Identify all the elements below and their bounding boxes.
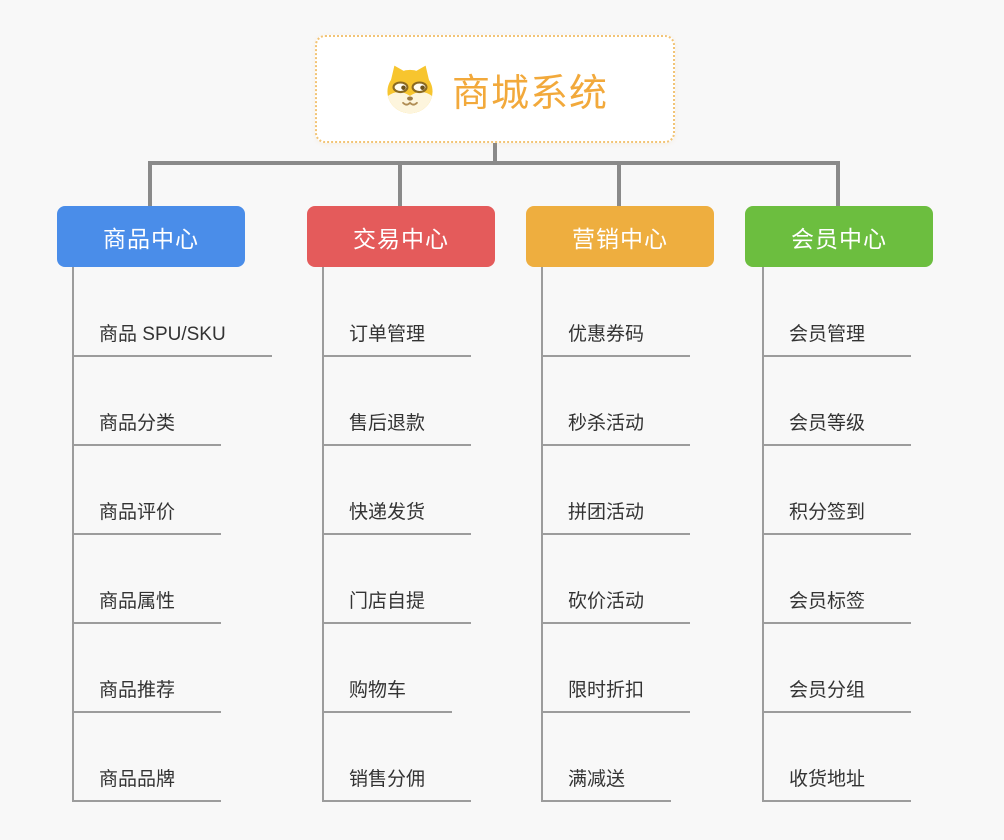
- branch-node-product-center[interactable]: 商品中心: [57, 206, 245, 267]
- shiba-dog-icon: [387, 65, 433, 114]
- branch-label: 商品中心: [103, 225, 199, 252]
- leaf-node[interactable]: 秒杀活动: [541, 411, 691, 446]
- connector-branch-stub: [617, 161, 621, 206]
- root-node[interactable]: 商城系统: [315, 35, 675, 143]
- leaf-node[interactable]: 会员标签: [762, 589, 912, 624]
- root-title: 商城系统: [451, 72, 608, 115]
- connector-root-stub: [493, 143, 497, 163]
- leaf-node[interactable]: 门店自提: [322, 589, 472, 624]
- leaf-node[interactable]: 商品 SPU/SKU: [72, 322, 272, 357]
- connector-branch-stub: [398, 161, 402, 206]
- leaf-node[interactable]: 限时折扣: [541, 678, 691, 713]
- leaf-node[interactable]: 销售分佣: [322, 767, 472, 802]
- leaf-node[interactable]: 售后退款: [322, 411, 472, 446]
- leaf-node[interactable]: 收货地址: [762, 767, 912, 802]
- leaf-node[interactable]: 快递发货: [322, 500, 472, 535]
- connector-trunk: [148, 161, 840, 165]
- leaf-node[interactable]: 积分签到: [762, 500, 912, 535]
- branch-node-member-center[interactable]: 会员中心: [745, 206, 933, 267]
- branch-label: 交易中心: [353, 225, 449, 252]
- leaf-node[interactable]: 会员管理: [762, 322, 912, 357]
- leaf-node[interactable]: 商品推荐: [72, 678, 222, 713]
- connector-branch-stub: [148, 161, 152, 206]
- leaf-node[interactable]: 拼团活动: [541, 500, 691, 535]
- leaf-node[interactable]: 优惠券码: [541, 322, 691, 357]
- leaf-node[interactable]: 商品品牌: [72, 767, 222, 802]
- branch-label: 会员中心: [791, 225, 887, 252]
- leaf-node[interactable]: 砍价活动: [541, 589, 691, 624]
- leaf-node[interactable]: 会员等级: [762, 411, 912, 446]
- connector-branch-stub: [836, 161, 840, 206]
- leaf-node[interactable]: 满减送: [541, 767, 672, 802]
- branch-node-trade-center[interactable]: 交易中心: [307, 206, 495, 267]
- branch-label: 营销中心: [572, 225, 668, 252]
- leaf-node[interactable]: 订单管理: [322, 322, 472, 357]
- leaf-node[interactable]: 商品分类: [72, 411, 222, 446]
- leaf-node[interactable]: 会员分组: [762, 678, 912, 713]
- leaf-node[interactable]: 商品评价: [72, 500, 222, 535]
- leaf-node[interactable]: 购物车: [322, 678, 453, 713]
- branch-node-marketing-center[interactable]: 营销中心: [526, 206, 714, 267]
- leaf-node[interactable]: 商品属性: [72, 589, 222, 624]
